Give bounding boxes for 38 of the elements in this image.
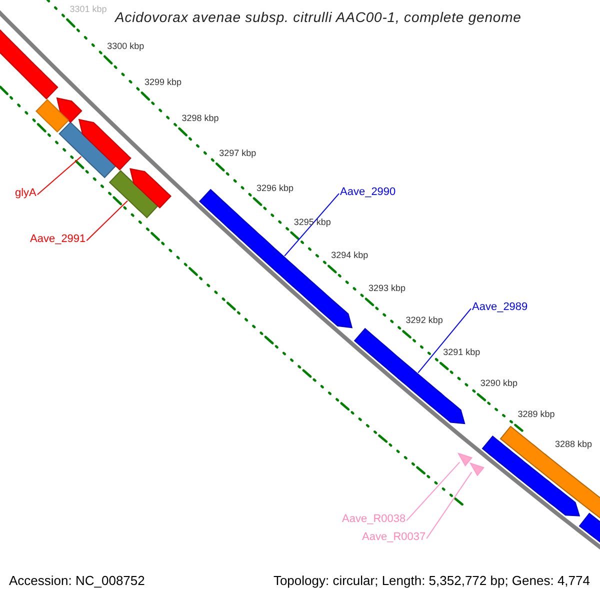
leader-line <box>418 308 472 374</box>
gene-feature <box>56 97 82 123</box>
scale-label: 3298 kbp <box>182 112 219 124</box>
scale-label: 3290 kbp <box>480 378 518 389</box>
leader-line <box>36 156 82 196</box>
gene-bar <box>36 98 70 132</box>
gene-feature <box>354 328 466 424</box>
gene-bar <box>58 122 116 178</box>
gene-feature <box>130 168 172 208</box>
scale-label: 3293 kbp <box>368 282 406 294</box>
gene-feature <box>78 118 132 171</box>
scale-label: 3301 kbp <box>70 4 107 14</box>
leader-line <box>426 472 472 540</box>
leader-line <box>284 193 340 256</box>
scale-label: 3300 kbp <box>107 40 144 52</box>
scale-label: 3288 kbp <box>555 438 592 450</box>
gene-label: Aave_R0037 <box>362 531 426 544</box>
gene-bar <box>108 170 159 218</box>
scale-label: 3294 kbp <box>331 250 368 260</box>
leader-line <box>406 462 460 522</box>
scale-label: 3291 kbp <box>443 347 480 358</box>
gene-marker <box>457 452 473 466</box>
scale-label: 3296 kbp <box>256 182 294 193</box>
gene-label: Aave_2990 <box>340 186 396 199</box>
gene-label: glyA <box>15 187 36 200</box>
gene-label: Aave_R0038 <box>342 513 406 526</box>
scale-label: 3295 kbp <box>294 216 331 227</box>
accession-text: Accession: NC_008752 <box>9 574 145 589</box>
gene-label: Aave_2989 <box>472 301 528 314</box>
map-title: Acidovorax avenae subsp. citrulli AAC00-1, complete genome <box>115 9 522 26</box>
gene-marker <box>469 462 485 476</box>
gene-label: Aave_2991 <box>30 233 86 246</box>
scale-label: 3292 kbp <box>406 315 443 326</box>
leader-line <box>86 200 128 242</box>
scale-label: 3299 kbp <box>144 77 182 88</box>
genome-stats-text: Topology: circular; Length: 5,352,772 bp; Genes: 4,774 <box>273 574 590 589</box>
scale-label: 3289 kbp <box>518 408 555 420</box>
scale-label: 3297 kbp <box>219 148 256 158</box>
